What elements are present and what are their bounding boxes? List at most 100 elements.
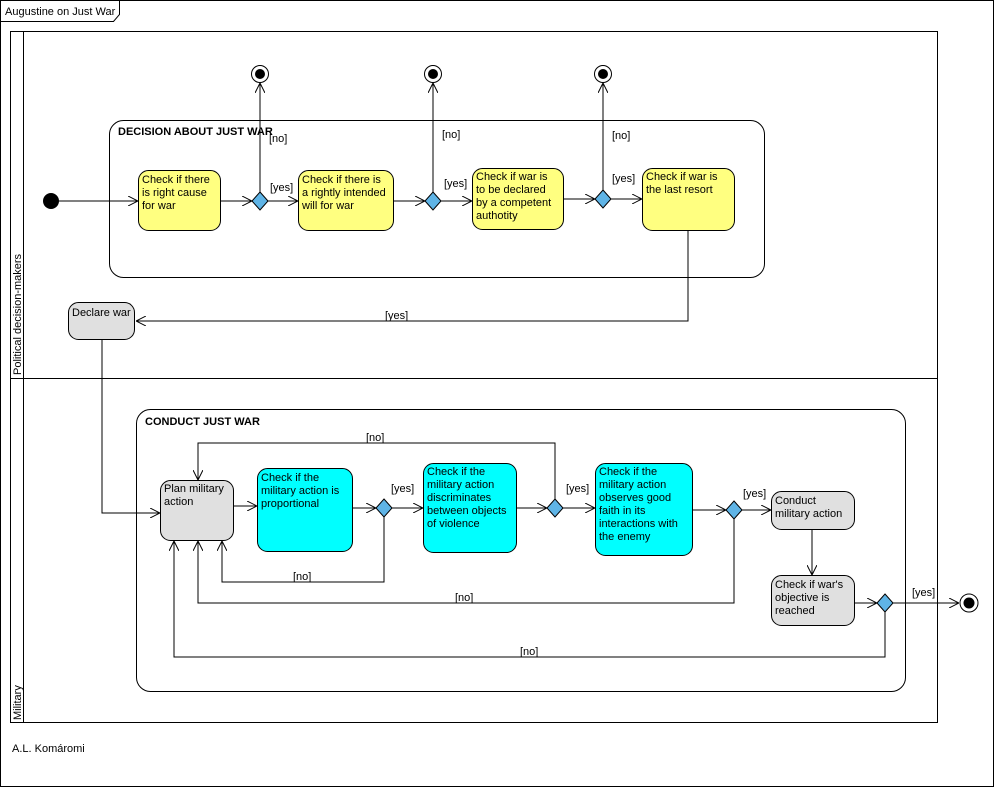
region-decision-title: DECISION ABOUT JUST WAR [118, 126, 273, 138]
action-declare-war: Declare war [68, 302, 135, 340]
action-text: military action is [261, 485, 340, 497]
action-text: observes good [599, 492, 671, 504]
final-node-4 [959, 593, 979, 613]
edge-decision5-no [198, 442, 556, 499]
lane-label-political: Political decision-makers [12, 253, 24, 375]
svg-text:Check if the military ac: Check if the military action is proporti… [261, 472, 342, 510]
edge-decision4-no [222, 517, 385, 583]
guard-no-6: [no] [455, 592, 473, 604]
action-text: Check if the [599, 466, 657, 478]
action-competent-authority: Check if war is to be declared by a comp… [472, 168, 564, 230]
action-text: of violence [427, 518, 480, 530]
region-conduct [136, 409, 906, 692]
decision-diamond-7 [876, 593, 894, 613]
action-text: Check if the [427, 466, 485, 478]
final-node-1 [251, 65, 269, 83]
guard-yes-6: [yes] [743, 488, 766, 500]
action-last-resort: Check if war is the last resort [642, 168, 735, 231]
action-text: Plan military [164, 483, 224, 495]
author-credit: A.L. Komáromi [12, 743, 85, 755]
decision-diamond-4 [375, 498, 393, 518]
guard-yes-1: [yes] [270, 182, 293, 194]
action-text: Conduct [775, 495, 816, 507]
edge-declare-to-plan [101, 340, 160, 513]
edge-last-resort-to-declare-war [136, 231, 689, 321]
guard-no-3: [no] [612, 130, 630, 142]
guards: [yes] [no] [yes] [no] [yes] [no] [yes] [… [269, 129, 935, 658]
svg-text:Check if the military ac: Check if the military action discriminat… [427, 466, 510, 530]
swimlane-pool [10, 31, 938, 723]
svg-text:Conduct military action: Conduct military action [775, 495, 842, 520]
guard-yes-declare: [yes] [385, 310, 408, 322]
action-text: Check if the [261, 472, 319, 484]
region-decision [109, 120, 765, 278]
action-text: for war [142, 200, 176, 212]
action-text: Check if there is [302, 174, 381, 186]
guard-no-4: [no] [293, 571, 311, 583]
action-text: discriminates [427, 492, 492, 504]
svg-text:Plan military action: Plan military action [164, 483, 227, 508]
action-right-intention: Check if there is a rightly intended wil… [298, 170, 394, 231]
action-proportional: Check if the military action is proporti… [257, 468, 353, 552]
action-text: reached [775, 605, 815, 617]
action-text: Check if war is [646, 171, 718, 183]
svg-text:Check if war's objective: Check if war's objective is reached [775, 579, 846, 617]
guard-yes-2: [yes] [444, 178, 467, 190]
action-text: action [164, 496, 193, 508]
svg-text:Check if there is right: Check if there is right cause for war [142, 174, 213, 212]
svg-text:Check if war is the last: Check if war is the last resort [646, 171, 721, 196]
lane-label-military: Military [12, 685, 24, 720]
action-text: proportional [261, 498, 319, 510]
action-text: Check if war is [476, 171, 548, 183]
decision-diamond-2 [424, 191, 442, 211]
decision-nodes [251, 189, 894, 613]
action-text: objective is [775, 592, 830, 604]
initial-node [43, 193, 59, 209]
action-text: military action [427, 479, 494, 491]
guard-no-5: [no] [366, 432, 384, 444]
action-text: to be declared [476, 184, 546, 196]
action-text: Check if war's [775, 579, 844, 591]
svg-text:Check if there is a righ: Check if there is a rightly intended wil… [301, 174, 389, 212]
guard-yes-3: [yes] [612, 173, 635, 185]
action-text: Declare war [72, 307, 131, 319]
guard-yes-7: [yes] [912, 587, 935, 599]
action-text: military action [599, 479, 666, 491]
region-conduct-title: CONDUCT JUST WAR [145, 416, 260, 428]
action-conduct-military: Conduct military action [771, 491, 855, 530]
action-text: the enemy [599, 531, 651, 543]
action-text: authotity [476, 210, 518, 222]
guard-yes-4: [yes] [391, 483, 414, 495]
edge-decision6-no [198, 519, 735, 604]
action-text: is right cause [142, 187, 207, 199]
svg-text:Declare war: Declare war [72, 307, 131, 319]
action-text: the last resort [646, 184, 713, 196]
guard-no-1: [no] [269, 133, 287, 145]
frame-title: Augustine on Just War [5, 6, 116, 18]
svg-text:Check if war is to be de: Check if war is to be declared by a comp… [476, 171, 554, 222]
action-text: between objects [427, 505, 507, 517]
final-node-3 [594, 65, 612, 83]
edges [59, 83, 959, 658]
action-text: by a competent [476, 197, 551, 209]
decision-diamond-6 [725, 500, 743, 520]
action-objective-reached: Check if war's objective is reached [771, 575, 855, 626]
action-text: faith in its [599, 505, 646, 517]
edge-decision7-no [174, 541, 886, 658]
action-discriminates: Check if the military action discriminat… [423, 463, 517, 553]
action-plan-military: Plan military action [160, 480, 234, 541]
guard-no-2: [no] [442, 129, 460, 141]
action-text: Check if there [142, 174, 210, 186]
action-good-faith: Check if the military action observes go… [595, 463, 693, 556]
decision-diamond-3 [594, 189, 612, 209]
action-text: interactions with [599, 518, 678, 530]
action-text: will for war [301, 200, 354, 212]
frame-title-tab [0, 0, 120, 22]
final-node-2 [424, 65, 442, 83]
svg-text:Check if the military ac: Check if the military action observes go… [599, 466, 681, 543]
action-text: military action [775, 508, 842, 520]
action-right-cause: Check if there is right cause for war [138, 170, 221, 231]
guard-no-7: [no] [520, 646, 538, 658]
